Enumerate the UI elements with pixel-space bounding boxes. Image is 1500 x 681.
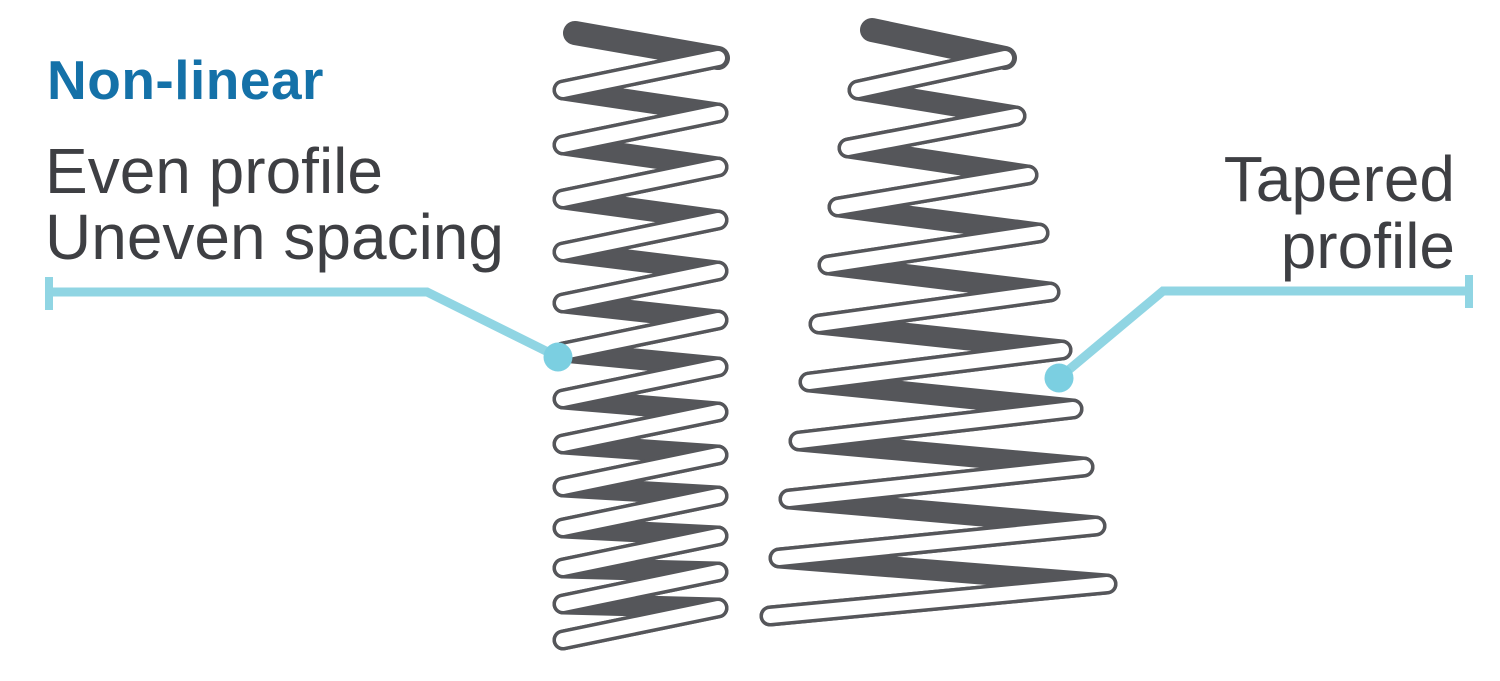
- right-spring-label-line1: Tapered: [1223, 143, 1455, 215]
- tapered-profile-spring: [759, 18, 1118, 627]
- left-spring-label-line2: Uneven spacing: [45, 201, 504, 273]
- right-spring-label: Tapered profile: [1224, 146, 1455, 280]
- tapered-profile-callout: [1044, 275, 1473, 393]
- left-spring-label: Even profile Uneven spacing: [45, 138, 504, 270]
- tapered-profile-callout-dot: [1044, 363, 1074, 393]
- even-profile-callout: [45, 277, 573, 372]
- left-spring-label-line1: Even profile: [45, 135, 383, 207]
- right-spring-label-line2: profile: [1280, 210, 1455, 282]
- diagram-title: Non-linear: [47, 49, 324, 111]
- even-profile-callout-dot: [543, 342, 573, 372]
- even-profile-uneven-spacing-spring: [552, 21, 730, 651]
